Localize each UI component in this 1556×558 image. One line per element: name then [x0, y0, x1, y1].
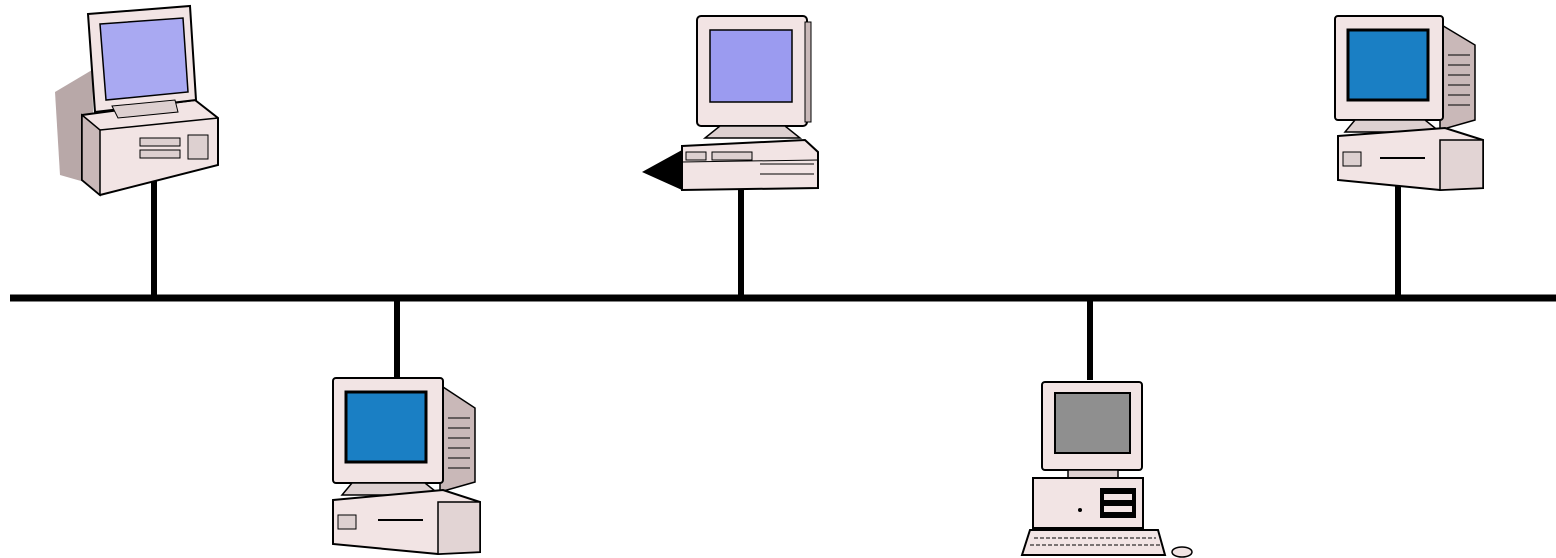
- workstation-1-computer-icon: [55, 6, 218, 195]
- workstation-3-computer-icon: [1335, 16, 1483, 190]
- workstation-4-computer-icon: [333, 378, 480, 554]
- workstation-2-computer-icon: [642, 16, 818, 190]
- workstation-5-computer-icon: [1022, 382, 1192, 557]
